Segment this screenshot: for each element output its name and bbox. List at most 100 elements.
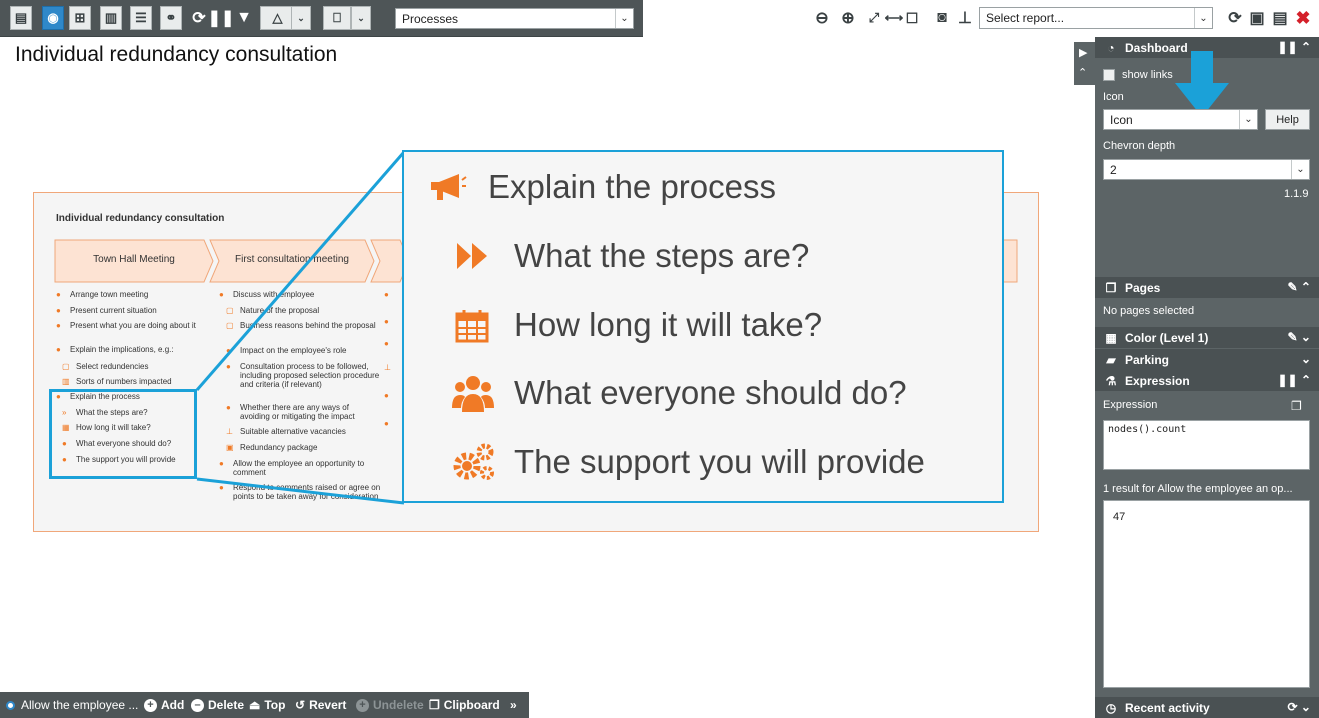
bookmark-dropdown-icon[interactable]: ⌄ — [351, 6, 371, 30]
expression-label: Expression — [1103, 399, 1158, 411]
gears-icon — [452, 442, 496, 482]
parking-header[interactable]: ▰ Parking ⌄ — [1095, 349, 1319, 370]
table-view-icon[interactable]: ▤ — [10, 6, 32, 30]
stage-first-consultation[interactable]: First consultation meeting — [209, 239, 375, 283]
filter-icon[interactable]: ▼ — [236, 9, 252, 26]
megaphone-icon — [428, 170, 468, 204]
expand-icon[interactable]: ⌄ — [1300, 352, 1311, 366]
fit-icon[interactable]: ⤢ — [868, 10, 880, 25]
hierarchy-view-icon[interactable]: ⊞ — [69, 6, 91, 30]
fit-page-icon[interactable]: ☐ — [905, 9, 919, 26]
process-select[interactable]: Processes ⌄ — [395, 8, 634, 29]
panel-toggle[interactable]: ▶ ⌃ — [1074, 42, 1095, 85]
camera-icon[interactable]: ◙ — [937, 9, 947, 26]
copy-icon[interactable]: ❐ — [1291, 399, 1302, 413]
refresh-icon[interactable]: ⟳ — [192, 10, 206, 27]
zoom-out-icon[interactable]: ⊖ — [815, 10, 829, 27]
more-button[interactable]: » — [510, 698, 517, 712]
list-item[interactable]: ●Impact on the employee's role — [226, 346, 347, 355]
dashboard-header[interactable]: ◔ Dashboard ❚❚ ⌃ — [1095, 37, 1319, 58]
list-item[interactable]: ▥Sorts of numbers impacted — [62, 377, 172, 386]
stage-next[interactable] — [370, 239, 410, 283]
expression-header[interactable]: ⚗ Expression ❚❚ ⌃ — [1095, 370, 1319, 391]
list-item[interactable]: ●Consultation process to be followed, in… — [226, 362, 380, 389]
report-select[interactable]: Select report... ⌄ — [979, 7, 1213, 29]
bookmark-icon[interactable]: ⎕ — [323, 6, 351, 30]
sync-icon[interactable]: ⟳ — [1228, 10, 1242, 27]
revert-button[interactable]: ↺Revert — [295, 698, 347, 712]
pages-header[interactable]: ❐ Pages ✎ ⌃ — [1095, 277, 1319, 298]
fit-width-icon[interactable]: ⟷ — [884, 10, 904, 25]
pause-collapse-icon[interactable]: ❚❚ ⌃ — [1277, 40, 1312, 54]
radio-icon — [6, 700, 15, 710]
link-view-icon[interactable]: ⚭ — [160, 6, 182, 30]
list-item[interactable]: ●Present current situation — [56, 306, 157, 315]
fast-forward-icon — [454, 240, 490, 272]
refresh-expand-icon[interactable]: ⟳ ⌄ — [1287, 700, 1311, 714]
close-icon[interactable]: ✖ — [1295, 7, 1311, 28]
clipboard-button[interactable]: ❐Clipboard — [429, 698, 500, 712]
list-item[interactable]: ●Arrange town meeting — [56, 290, 149, 299]
chat-icon: ● — [219, 459, 224, 468]
stage-town-hall[interactable]: Town Hall Meeting — [54, 239, 214, 283]
chart-view-icon[interactable]: ▥ — [100, 6, 122, 30]
expression-title: Expression — [1125, 373, 1190, 388]
style-dropdown-icon[interactable]: ⌄ — [291, 6, 311, 30]
pause-collapse-icon[interactable]: ❚❚ ⌃ — [1277, 373, 1312, 387]
top-button[interactable]: ⏏Top — [249, 698, 286, 712]
dashboard-icon: ◔ — [1107, 40, 1115, 55]
list-item[interactable]: »What the steps are? — [62, 408, 148, 417]
gears-icon: ● — [62, 455, 67, 464]
grid-icon: ▦ — [1105, 330, 1117, 345]
list-item[interactable]: ▢Business reasons behind the proposal — [226, 321, 376, 330]
process-view-icon[interactable]: ◉ — [42, 6, 64, 30]
main-toolbar: ▤ ◉ ⊞ ▥ ☰ ⚭ ⟳ ❚❚ ▼ △ ⌄ ⎕ ⌄ Processes ⌄ — [0, 0, 643, 37]
pages-icon: ❐ — [1105, 280, 1117, 295]
list-item[interactable]: ●Whether there are any ways of avoiding … — [226, 403, 355, 421]
list-item[interactable]: ●The support you will provide — [62, 455, 176, 464]
edit-expand-icon[interactable]: ✎ ⌄ — [1287, 330, 1311, 344]
result-label: 1 result for Allow the employee an op... — [1103, 483, 1293, 495]
plus-icon: + — [356, 698, 369, 712]
delete-button[interactable]: –Delete — [191, 698, 244, 712]
minus-icon: – — [191, 698, 204, 712]
list-item[interactable]: ●Respond to comments raised or agree on … — [219, 483, 381, 501]
pin-icon[interactable]: ⊥ — [958, 10, 972, 27]
list-item[interactable]: ●Allow the employee an opportunity to co… — [219, 459, 365, 477]
diagram-title: Individual redundancy consultation — [56, 213, 225, 224]
style-icon[interactable]: △ — [260, 6, 295, 30]
icon-label: Icon — [1103, 91, 1124, 103]
list-item[interactable]: ⊥Suitable alternative vacancies — [226, 427, 346, 436]
save-as-icon[interactable]: ▣ — [1249, 10, 1265, 27]
zoom-callout: Explain the process What the steps are? … — [402, 150, 1004, 503]
icon-select[interactable]: Icon ⌄ — [1103, 109, 1258, 130]
expand-right-icon[interactable]: ▶ — [1079, 47, 1088, 59]
show-links-checkbox[interactable] — [1103, 69, 1115, 81]
megaphone-icon: ● — [56, 392, 61, 401]
save-icon[interactable]: ▤ — [1272, 10, 1288, 27]
list-item[interactable]: ●Explain the implications, e.g.: — [56, 345, 174, 354]
selected-node[interactable]: Allow the employee ... — [6, 698, 138, 712]
list-item[interactable]: ▦How long it will take? — [62, 423, 151, 432]
edit-collapse-icon[interactable]: ✎ ⌃ — [1287, 280, 1311, 294]
list-item[interactable]: ▢Nature of the proposal — [226, 306, 320, 315]
expression-input[interactable]: nodes().count — [1103, 420, 1310, 470]
pause-icon[interactable]: ❚❚ — [207, 10, 235, 27]
chevron-depth-select[interactable]: 2 ⌄ — [1103, 159, 1310, 180]
collapse-up-icon[interactable]: ⌃ — [1078, 67, 1088, 79]
truck-icon: ▰ — [1106, 352, 1116, 367]
list-view-icon[interactable]: ☰ — [130, 6, 152, 30]
list-item[interactable]: ●Discuss with employee — [219, 290, 315, 299]
recent-activity-header[interactable]: ◷ Recent activity ⟳ ⌄ — [1095, 697, 1319, 718]
list-item[interactable]: ▢Select redundencies — [62, 362, 149, 371]
add-button[interactable]: +Add — [144, 698, 184, 712]
parking-title: Parking — [1125, 352, 1170, 367]
list-item[interactable]: ●What everyone should do? — [62, 439, 172, 448]
list-item[interactable]: ●Explain the process — [56, 392, 140, 401]
list-item[interactable]: ▣Redundancy package — [226, 443, 318, 452]
help-button[interactable]: Help — [1265, 109, 1310, 130]
undelete-button[interactable]: +Undelete — [356, 698, 424, 712]
color-header[interactable]: ▦ Color (Level 1) ✎ ⌄ — [1095, 327, 1319, 348]
list-item[interactable]: ●Present what you are doing about it — [56, 321, 196, 330]
zoom-in-icon[interactable]: ⊕ — [841, 10, 855, 27]
